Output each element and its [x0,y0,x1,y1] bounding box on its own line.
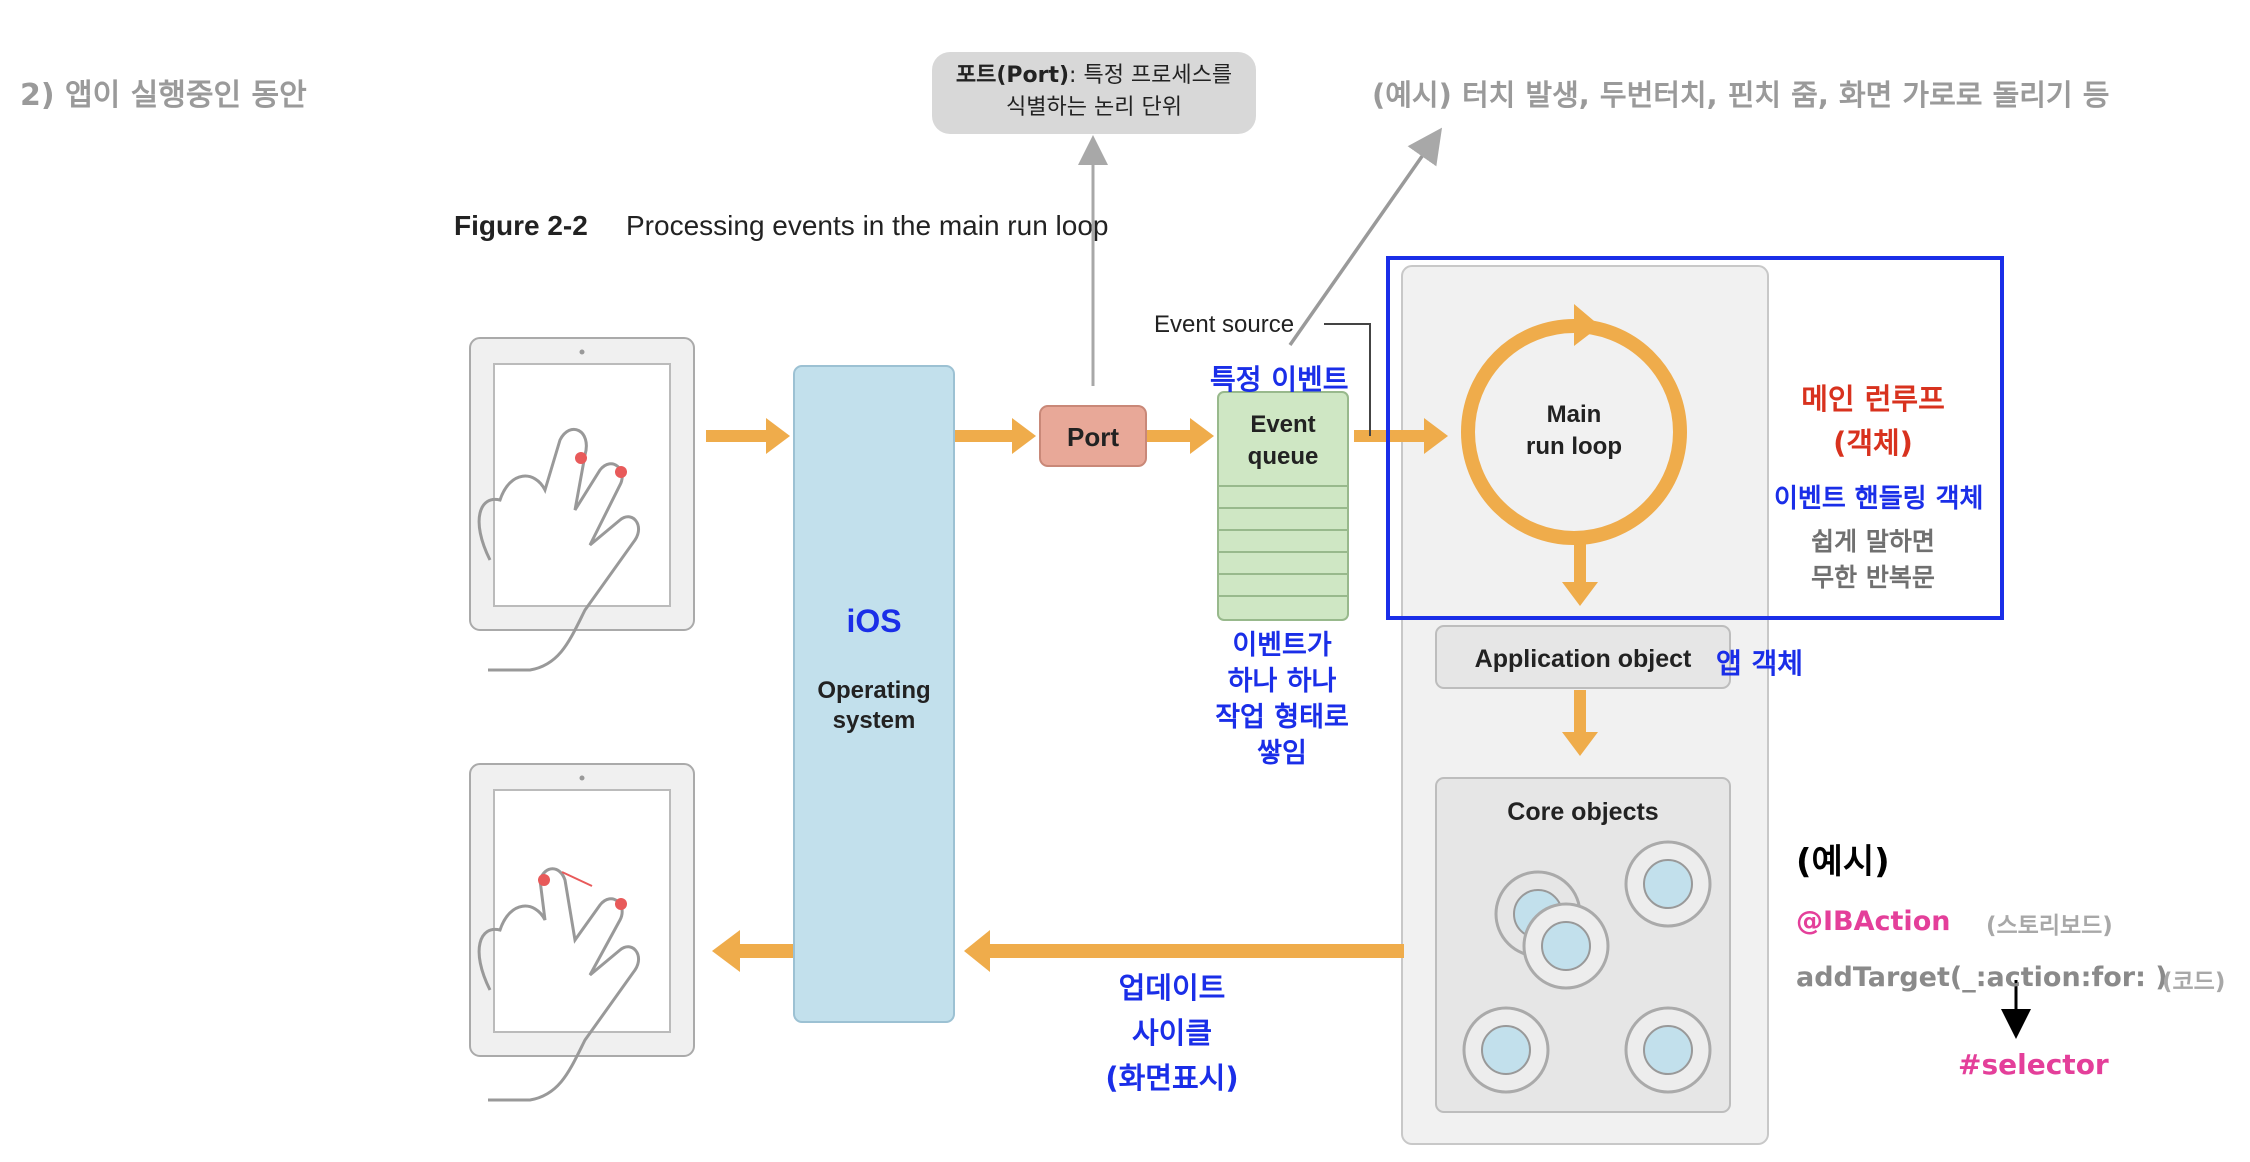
example-label: (예시) [1796,842,1890,882]
event-queue-box [1217,391,1349,621]
core-object-node [1624,840,1712,928]
os-label-line1: Operating [817,677,930,704]
simply-put-note: 쉽게 말하면 무한 반복문 [1786,524,1960,596]
update-cycle-line: 사이클 [1131,1016,1213,1050]
ibaction-label: @IBAction [1796,906,1951,937]
application-object-box [1435,625,1731,689]
figure-label: Figure 2-2 [454,210,588,241]
port-definition-part1: : 특정 프로세스를 [1069,63,1233,88]
port-definition-callout: 포트(Port): 특정 프로세스를 식별하는 논리 단위 [932,52,1256,134]
core-objects-label: Core objects [1507,798,1658,826]
main-run-loop-highlight-box [1386,256,2004,620]
event-source-callout-arrow [1288,127,1443,347]
run-loop-arrowhead [1574,304,1600,346]
event-source-bracket [1324,323,1371,436]
queue-note: 이벤트가 하나 하나 작업 형태로 쌓임 [1202,628,1362,772]
core-object-node [1522,902,1610,990]
ios-label: iOS [846,603,901,639]
event-source-label: Event source [1154,311,1294,338]
os-label-line2: system [833,707,916,734]
selector-label: #selector [1958,1048,2109,1081]
port-term: 포트(Port) [955,63,1070,88]
update-cycle-line: 업데이트 [1118,971,1226,1005]
port-label: Port [1067,422,1119,452]
storyboard-note: (스토리보드) [1986,913,2113,939]
main-run-loop-label-line1: Main [1547,401,1602,428]
simply-put-line: 무한 반복문 [1811,563,1935,592]
main-runloop-title: 메인 런루프 [1801,382,1945,416]
event-queue-label-line2: queue [1248,443,1319,470]
event-queue-label-line1: Event [1250,411,1315,438]
section-heading: 2) 앱이 실행중인 동안 [20,78,307,113]
queue-note-line: 작업 형태로 [1215,702,1349,733]
app-object-note: 앱 객체 [1716,647,1804,680]
tablet-gesture-icon [469,763,695,1102]
update-cycle-line: (화면표시) [1105,1061,1239,1095]
add-target-label: addTarget(_:action:for: ) [1796,962,2168,993]
core-object-node [1462,1006,1550,1094]
queue-note-line: 이벤트가 [1232,630,1332,661]
application-object-label: Application object [1475,645,1692,673]
event-handling-note: 이벤트 핸들링 객체 [1774,484,1984,514]
specific-event-note: 특정 이벤트 [1210,363,1349,396]
main-run-loop-label-line2: run loop [1526,433,1622,460]
queue-note-line: 쌓임 [1257,738,1307,769]
example-events-text: (예시) 터치 발생, 두번터치, 핀치 줌, 화면 가로로 돌리기 등 [1372,78,2110,112]
code-note: (코드) [2162,969,2226,995]
core-object-nodes [1462,840,1712,1094]
queue-note-line: 하나 하나 [1227,666,1337,697]
core-object-node [1624,1006,1712,1094]
tablet-touch-icon [469,337,695,672]
main-runloop-subtitle: (객체) [1833,426,1913,460]
ios-operating-system-box [793,365,955,1023]
port-box [1039,405,1147,467]
simply-put-line: 쉽게 말하면 [1811,527,1935,556]
figure-caption: Processing events in the main run loop [626,210,1109,241]
update-cycle-note: 업데이트 사이클 (화면표시) [1072,966,1272,1101]
port-definition-part2: 식별하는 논리 단위 [1006,95,1182,120]
